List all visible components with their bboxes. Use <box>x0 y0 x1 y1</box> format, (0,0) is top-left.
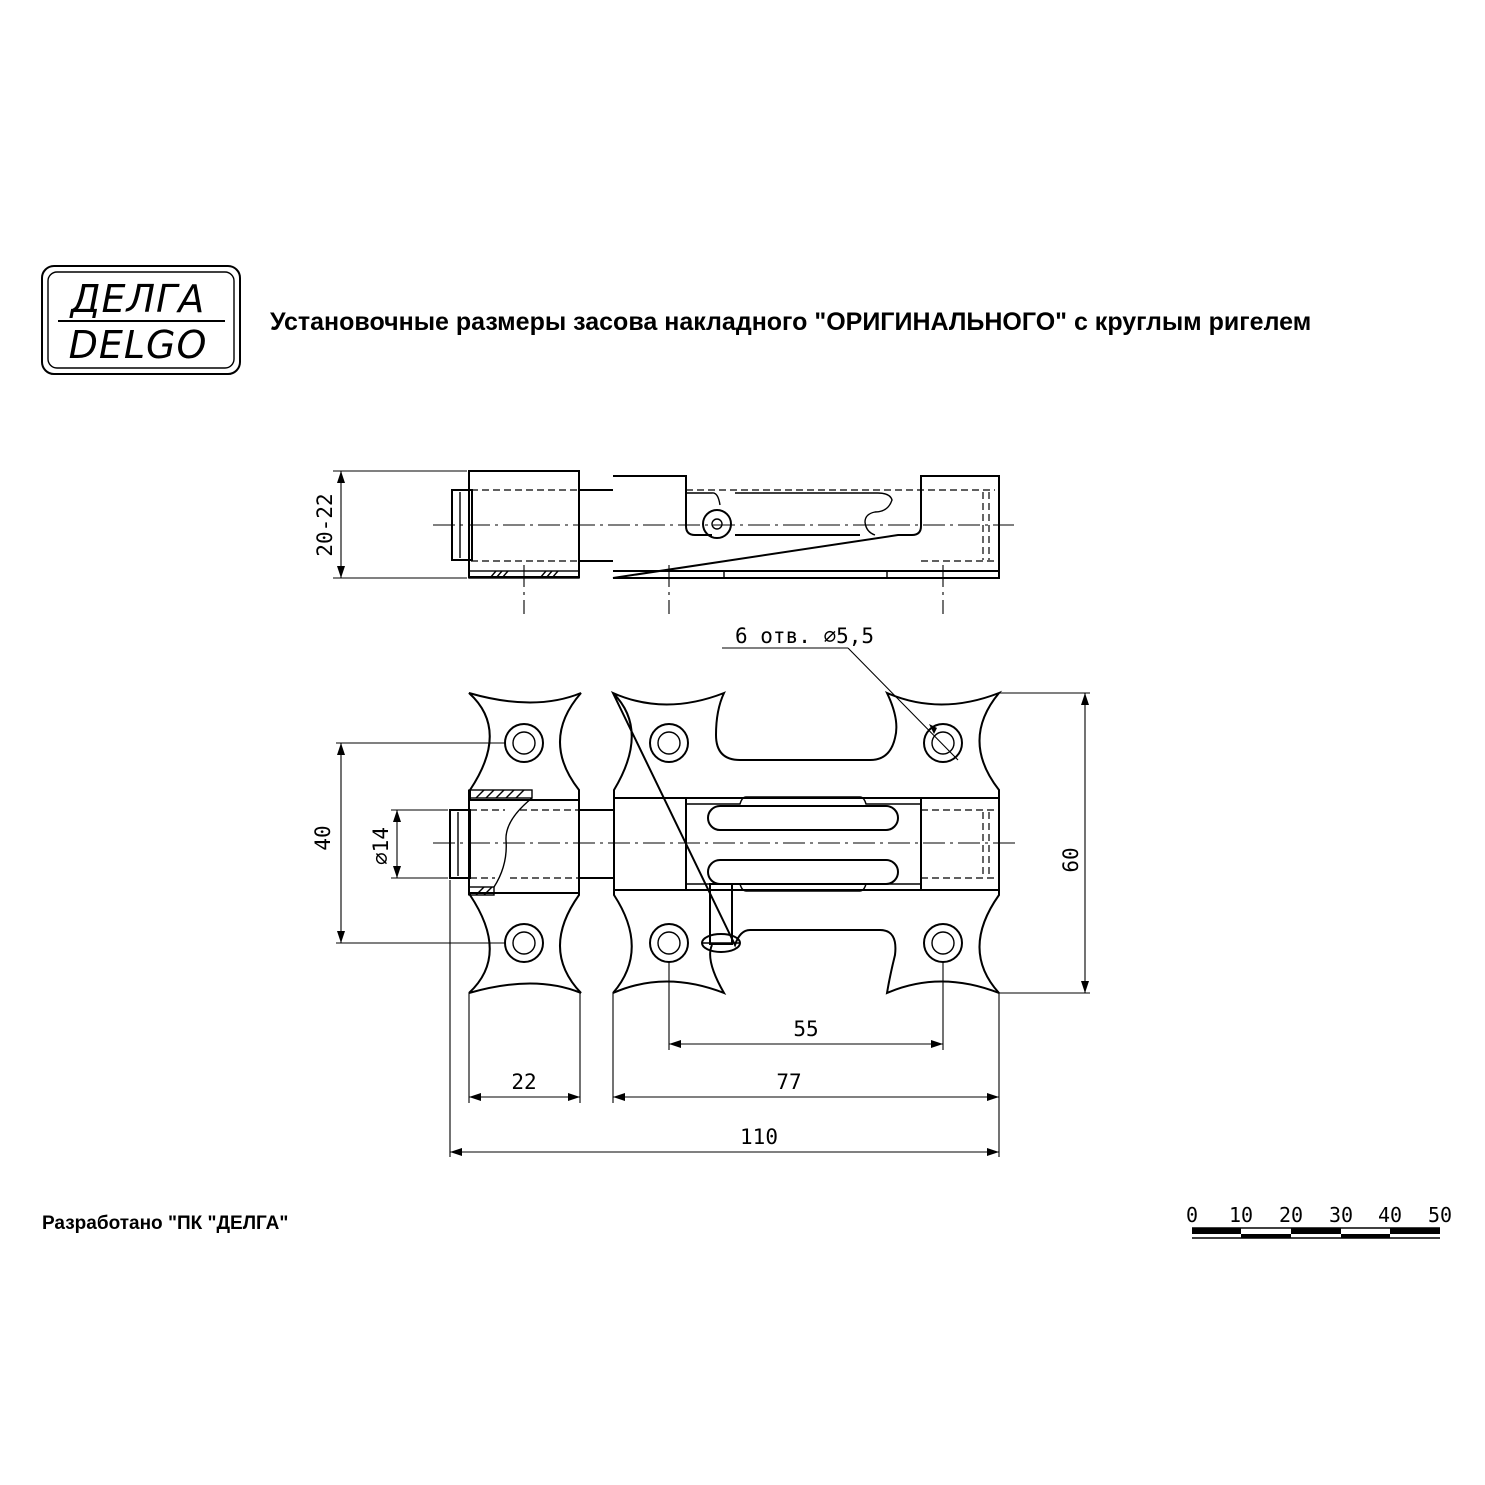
dimension-total-height-60: 60 <box>1059 847 1083 872</box>
logo-text-cyrillic: ДЕЛГА <box>69 277 205 321</box>
scale-label-50: 50 <box>1428 1203 1452 1227</box>
delga-logo: ДЕЛГА DELGO <box>41 265 241 375</box>
holes-callout: 6 отв. ⌀5,5 <box>735 624 874 648</box>
scale-label-40: 40 <box>1378 1203 1402 1227</box>
dimension-right-plate-77: 77 <box>776 1070 801 1094</box>
logo-text-latin: DELGO <box>69 323 208 367</box>
dimension-height-side: 20-22 <box>313 493 337 556</box>
scale-label-0: 0 <box>1186 1203 1198 1227</box>
developer-credit: Разработано "ПК "ДЕЛГА" <box>42 1213 289 1234</box>
side-view: 20-22 <box>313 470 1014 614</box>
dimension-hole-spacing-40: 40 <box>311 825 335 850</box>
scale-bar: 0 10 20 30 40 50 <box>1186 1203 1452 1239</box>
dimension-bolt-diameter: ⌀14 <box>369 827 393 865</box>
dimension-left-plate-22: 22 <box>511 1070 536 1094</box>
scale-label-10: 10 <box>1229 1203 1253 1227</box>
scale-label-20: 20 <box>1279 1203 1303 1227</box>
scale-label-30: 30 <box>1329 1203 1353 1227</box>
page-title: Установочные размеры засова накладного "… <box>270 308 1312 336</box>
dimension-hole-distance-55: 55 <box>793 1017 818 1041</box>
dimension-total-length-110: 110 <box>740 1125 778 1149</box>
front-view: 6 отв. ⌀5,5 40 ⌀14 60 55 22 <box>311 624 1090 1157</box>
